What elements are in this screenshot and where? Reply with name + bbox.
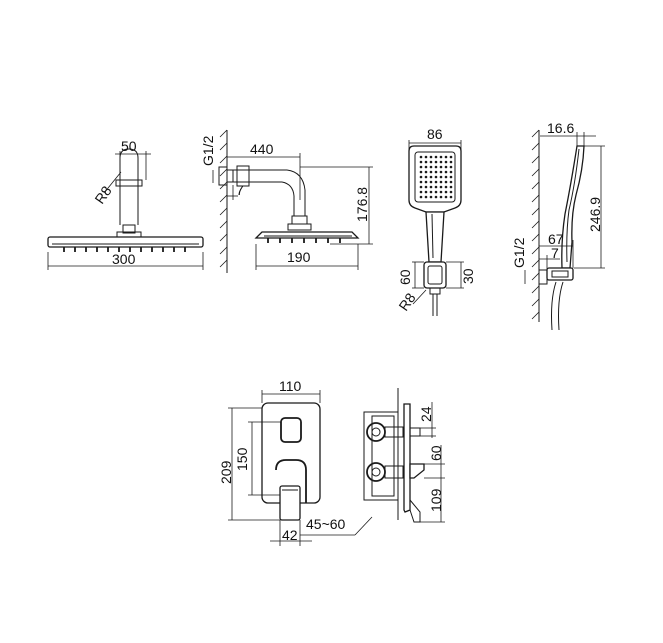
dim-offset: 7: [236, 182, 244, 198]
dim-holder-height: 60: [397, 269, 413, 285]
dim-radius: R8: [395, 290, 418, 314]
wall-hatching: [531, 129, 540, 320]
dim-length: 246.9: [587, 197, 603, 232]
dim-thread: G1/2: [511, 237, 527, 268]
dim-plate-height: 209: [218, 460, 234, 484]
dim-plate-width: 110: [279, 378, 302, 394]
dim-top-offset: 24: [418, 406, 434, 422]
dim-head-width: 86: [427, 126, 443, 142]
dim-projection: 440: [250, 141, 274, 157]
dim-offset: 7: [551, 245, 559, 261]
spray-dots: [419, 155, 453, 199]
rain-shower-front-view: 50 R8 300: [47, 138, 204, 270]
mixer-side-view: 24 60 109: [363, 388, 445, 523]
dim-bottom-offset: 109: [428, 488, 444, 512]
dim-radius: R8: [91, 183, 114, 207]
dim-depth-range: 45~60: [306, 516, 346, 532]
dim-lever-width: 42: [282, 527, 298, 543]
dim-lever-spacing: 60: [428, 445, 444, 461]
wall-hatching: [219, 129, 228, 268]
mixer-front-view: 110 209 150 42 45~60: [218, 378, 373, 546]
dim-head-width: 300: [112, 251, 136, 267]
dim-holder-depth: 30: [460, 268, 476, 284]
dim-button-spacing: 150: [234, 447, 250, 471]
dim-head-thickness: 16.6: [547, 120, 574, 136]
dim-height: 176.8: [354, 187, 370, 222]
rain-shower-side-view: G1/2 440 7 176.8 190: [200, 129, 373, 273]
dim-projection: 67: [548, 231, 564, 247]
hand-shower-front-view: 86 60 30 R8: [395, 126, 476, 316]
nozzle-row: [63, 247, 186, 252]
dim-thread: G1/2: [200, 135, 216, 166]
dim-head-depth: 190: [287, 249, 311, 265]
dim-arm-width: 50: [121, 138, 137, 154]
hand-shower-side-view: 16.6 246.9 67 7 G1/2: [511, 120, 605, 331]
nozzle-row: [267, 238, 341, 243]
